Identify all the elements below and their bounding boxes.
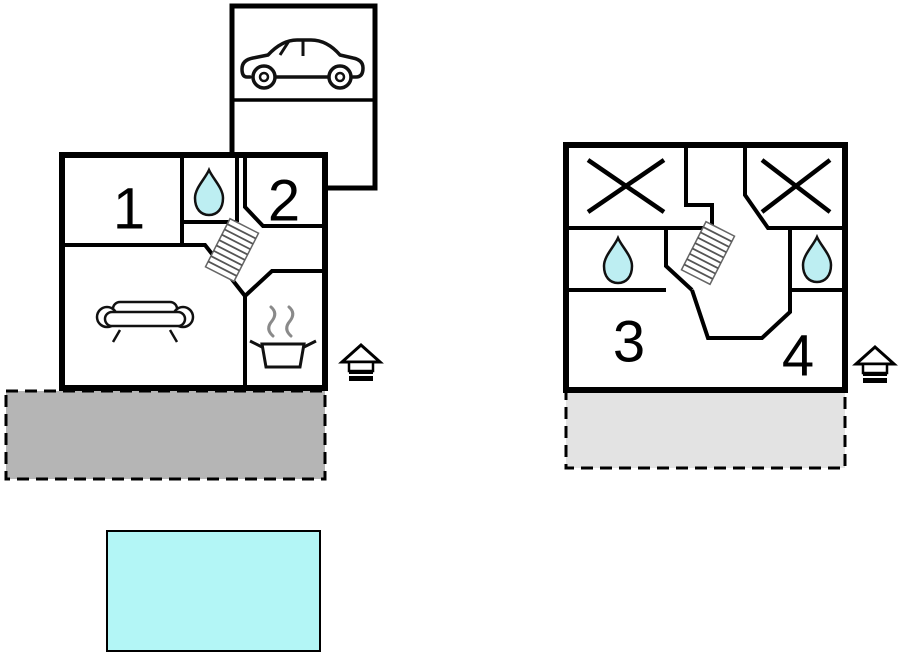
entrance-house-icon: [340, 343, 382, 383]
room-label-2: 2: [268, 169, 300, 234]
left-unit-interior-walls: [59, 155, 328, 391]
terrace-right: [564, 389, 847, 470]
pool: [106, 530, 321, 652]
cooking-pot-icon: [249, 305, 317, 369]
steam-icon: [267, 305, 295, 338]
room-label-4: 4: [782, 324, 814, 389]
left-unit: 1 2: [59, 152, 382, 391]
room-label-3: 3: [613, 310, 645, 375]
x-mark-icon: [586, 158, 666, 214]
right-unit-interior-walls: [563, 145, 848, 340]
x-mark-icon: [760, 158, 832, 214]
terrace-left: [4, 389, 327, 481]
car-icon: [240, 38, 365, 90]
room-label-1: 1: [113, 177, 145, 242]
right-unit: 3 4: [563, 142, 896, 393]
entrance-house-icon: [854, 345, 896, 385]
sofa-icon: [95, 300, 195, 343]
